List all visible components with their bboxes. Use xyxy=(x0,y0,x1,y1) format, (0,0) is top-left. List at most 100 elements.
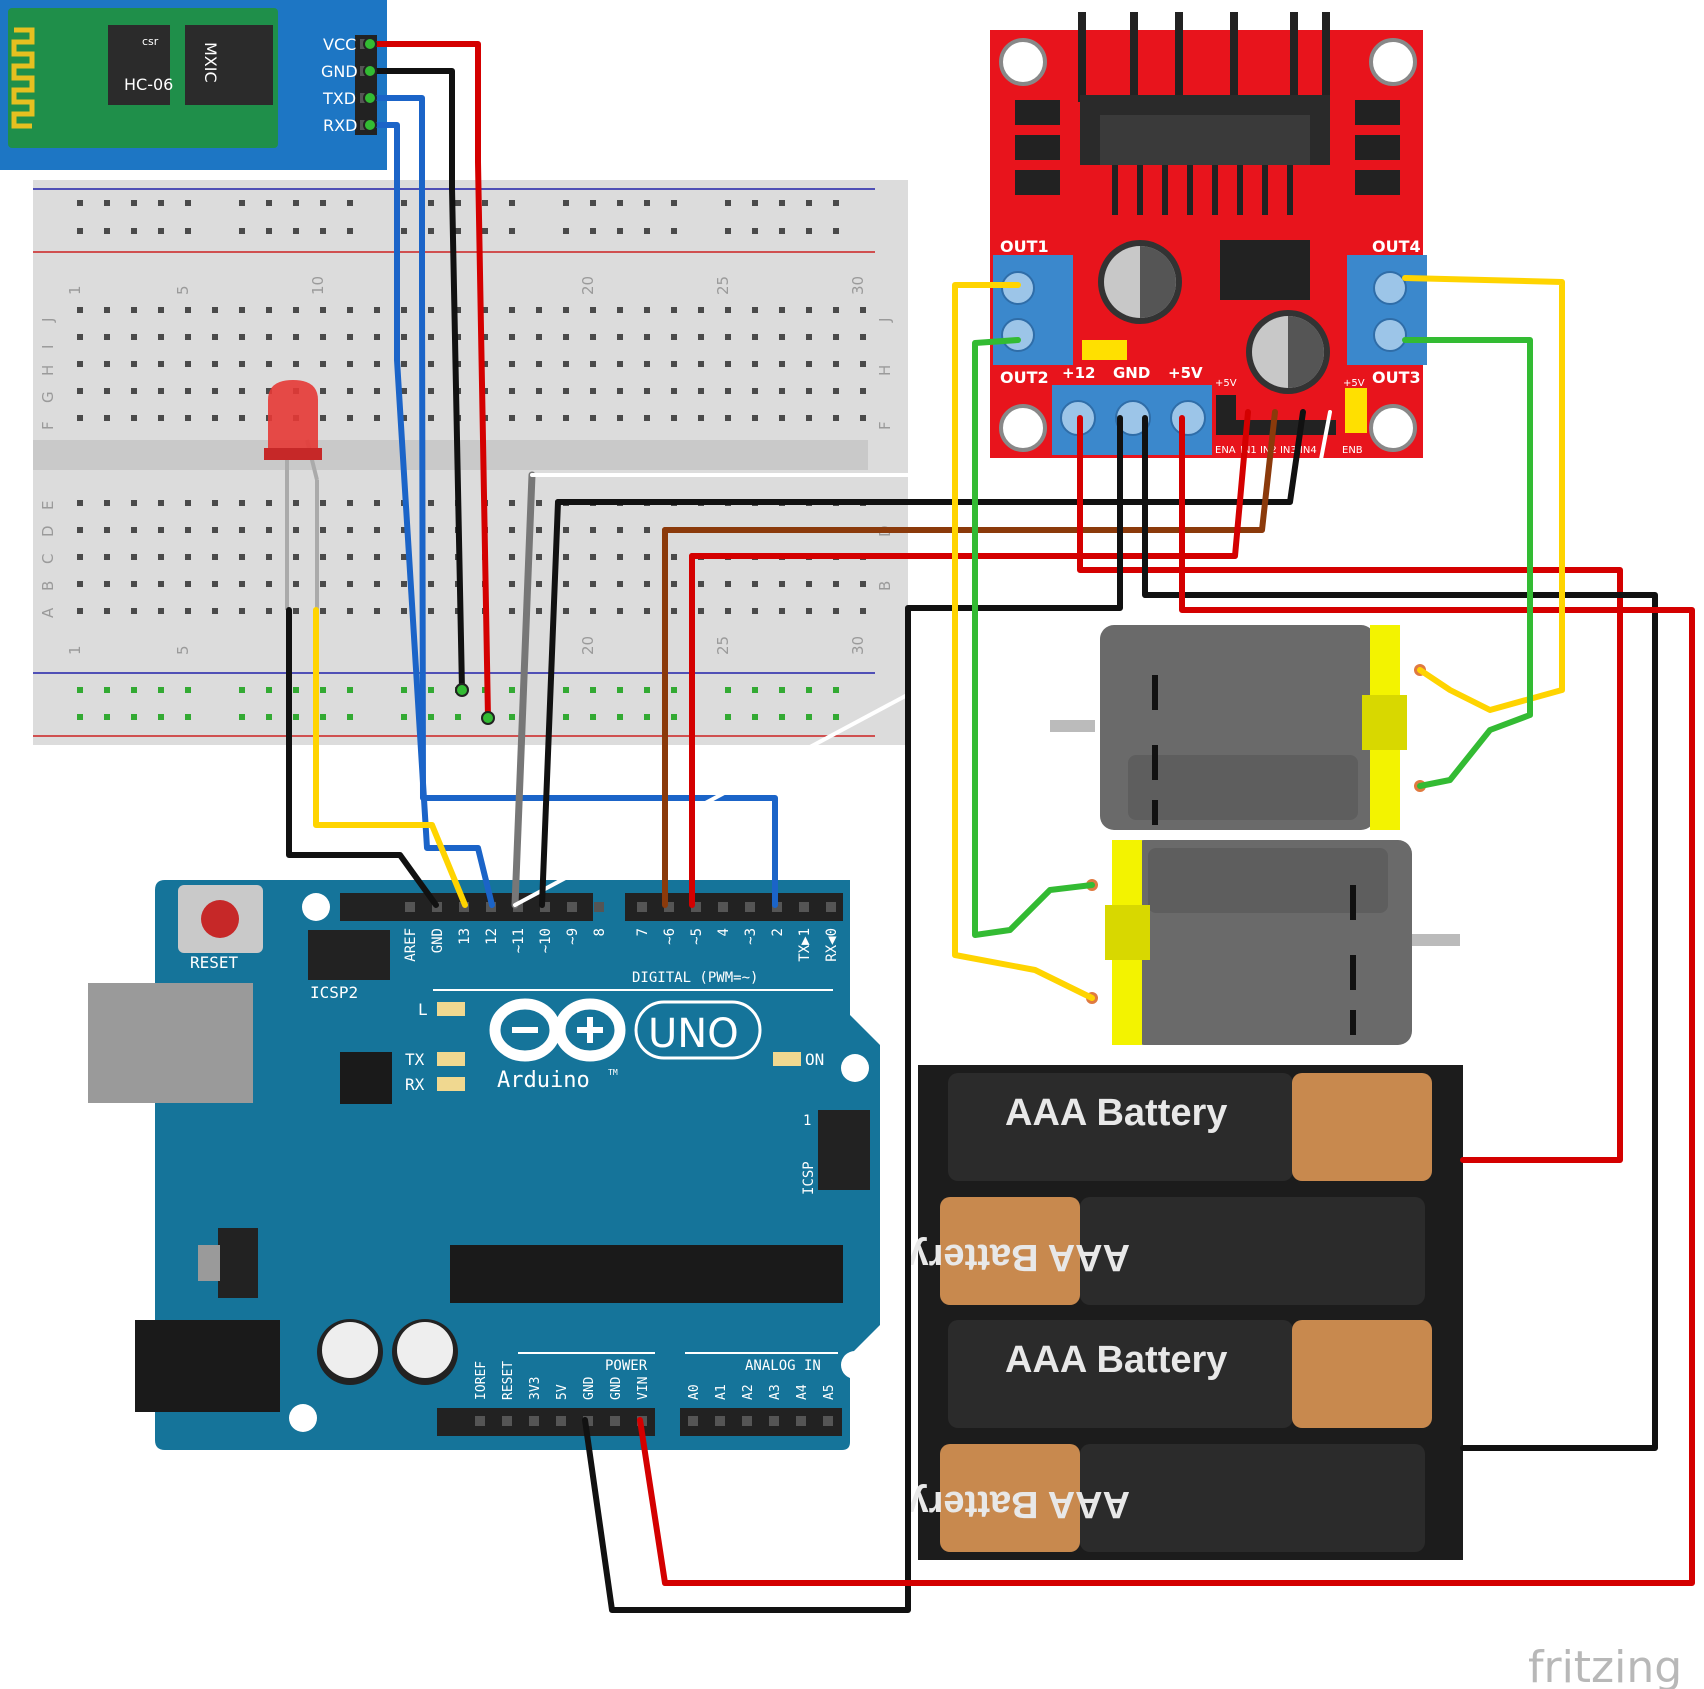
rail-hole xyxy=(590,687,596,693)
battery-label: AAA Battery xyxy=(1005,1339,1227,1381)
wire-led-gnd xyxy=(286,607,439,908)
digital-pin-socket[interactable] xyxy=(826,902,836,912)
col-number: 1 xyxy=(66,285,84,295)
power-pin-socket[interactable] xyxy=(556,1416,566,1426)
led-l xyxy=(437,1002,465,1016)
analog-pin-label: A5 xyxy=(822,1384,837,1400)
rail-hole xyxy=(428,200,434,206)
wire-pin10-black xyxy=(539,499,561,908)
breadboard-hole xyxy=(536,307,542,313)
col-number: 20 xyxy=(579,276,597,295)
wire-hc06-gnd xyxy=(367,68,465,693)
breadboard-hole xyxy=(320,500,326,506)
plus12-label: +12 xyxy=(1062,364,1095,382)
breadboard-hole xyxy=(590,415,596,421)
digital-pin-label: 4 xyxy=(716,928,732,936)
analog-pin-socket[interactable] xyxy=(769,1416,779,1426)
led-on-label: ON xyxy=(805,1050,824,1069)
chip-label: HC-06 xyxy=(124,75,173,94)
rail-hole xyxy=(563,200,569,206)
digital-pin-socket[interactable] xyxy=(637,902,647,912)
analog-pin-socket[interactable] xyxy=(715,1416,725,1426)
digital-pin-socket[interactable] xyxy=(799,902,809,912)
breadboard-hole xyxy=(833,388,839,394)
rail-hole xyxy=(806,200,812,206)
reset-button-cap[interactable] xyxy=(201,900,239,938)
digital-pin-socket[interactable] xyxy=(513,902,523,912)
rail-hole xyxy=(428,687,434,693)
wire-out4 xyxy=(1402,275,1565,713)
arduino-brand-label: Arduino xyxy=(497,1068,590,1093)
breadboard-hole xyxy=(428,608,434,614)
breadboard-hole xyxy=(212,527,218,533)
breadboard-hole xyxy=(428,307,434,313)
rail-hole xyxy=(104,687,110,693)
analog-pin-socket[interactable] xyxy=(823,1416,833,1426)
power-pin-socket[interactable] xyxy=(475,1416,485,1426)
col-number: 20 xyxy=(579,636,597,655)
led-tx-label: TX xyxy=(405,1050,425,1069)
breadboard-hole xyxy=(185,388,191,394)
digital-pin-label: ~11 xyxy=(511,928,527,953)
rail-hole xyxy=(293,714,299,720)
digital-pin-socket[interactable] xyxy=(567,902,577,912)
rail-hole xyxy=(158,200,164,206)
battery-2: AAA Battery xyxy=(908,1197,1425,1305)
analog-pin-socket[interactable] xyxy=(796,1416,806,1426)
breadboard-hole xyxy=(212,608,218,614)
digital-pin-socket[interactable] xyxy=(745,902,755,912)
power-pin-socket[interactable] xyxy=(529,1416,539,1426)
breadboard-hole xyxy=(509,500,515,506)
rail-hole xyxy=(725,714,731,720)
breadboard-hole xyxy=(347,361,353,367)
breadboard-hole xyxy=(833,334,839,340)
breadboard-hole xyxy=(401,581,407,587)
power-pin-label: 3V3 xyxy=(528,1377,543,1400)
breadboard-hole xyxy=(131,554,137,560)
analog-header-label: ANALOG IN xyxy=(745,1358,821,1374)
breadboard-hole xyxy=(806,415,812,421)
terminal-power xyxy=(1052,385,1212,455)
digital-pin-socket[interactable] xyxy=(594,902,604,912)
breadboard-hole xyxy=(617,581,623,587)
breadboard-hole xyxy=(104,581,110,587)
arduino-infinity-logo xyxy=(489,998,762,1062)
digital-pin-socket[interactable] xyxy=(405,902,415,912)
breadboard-hole xyxy=(698,581,704,587)
rail-hole xyxy=(617,687,623,693)
breadboard-hole xyxy=(266,388,272,394)
digital-pin-socket[interactable] xyxy=(664,902,674,912)
power-pin-socket[interactable] xyxy=(610,1416,620,1426)
rail-hole xyxy=(617,228,623,234)
digital-pin-socket[interactable] xyxy=(718,902,728,912)
row-letter: F xyxy=(876,421,894,430)
power-pin-label: GND xyxy=(609,1376,624,1400)
digital-pin-socket[interactable] xyxy=(540,902,550,912)
breadboard-hole xyxy=(374,307,380,313)
digital-pin-socket[interactable] xyxy=(691,902,701,912)
breadboard-hole xyxy=(752,581,758,587)
breadboard-hole xyxy=(752,388,758,394)
breadboard-hole xyxy=(320,307,326,313)
breadboard-hole xyxy=(509,388,515,394)
power-pin-socket[interactable] xyxy=(502,1416,512,1426)
breadboard-hole xyxy=(374,554,380,560)
terminal-out1-out2 xyxy=(993,255,1073,365)
analog-pin-socket[interactable] xyxy=(742,1416,752,1426)
breadboard-hole xyxy=(644,527,650,533)
breadboard-hole xyxy=(698,388,704,394)
breadboard-hole xyxy=(266,500,272,506)
rail-hole xyxy=(833,228,839,234)
breadboard-hole xyxy=(671,415,677,421)
breadboard-hole xyxy=(131,500,137,506)
analog-pin-socket[interactable] xyxy=(688,1416,698,1426)
breadboard-hole xyxy=(752,334,758,340)
power-pin-label: VIN xyxy=(636,1377,651,1400)
rail-hole xyxy=(563,687,569,693)
rail-hole xyxy=(833,200,839,206)
row-letter: A xyxy=(39,607,57,618)
breadboard-hole xyxy=(617,415,623,421)
breadboard-column-numbers-top: 1 5 10 20 25 30 xyxy=(66,276,867,295)
breadboard-hole xyxy=(644,361,650,367)
